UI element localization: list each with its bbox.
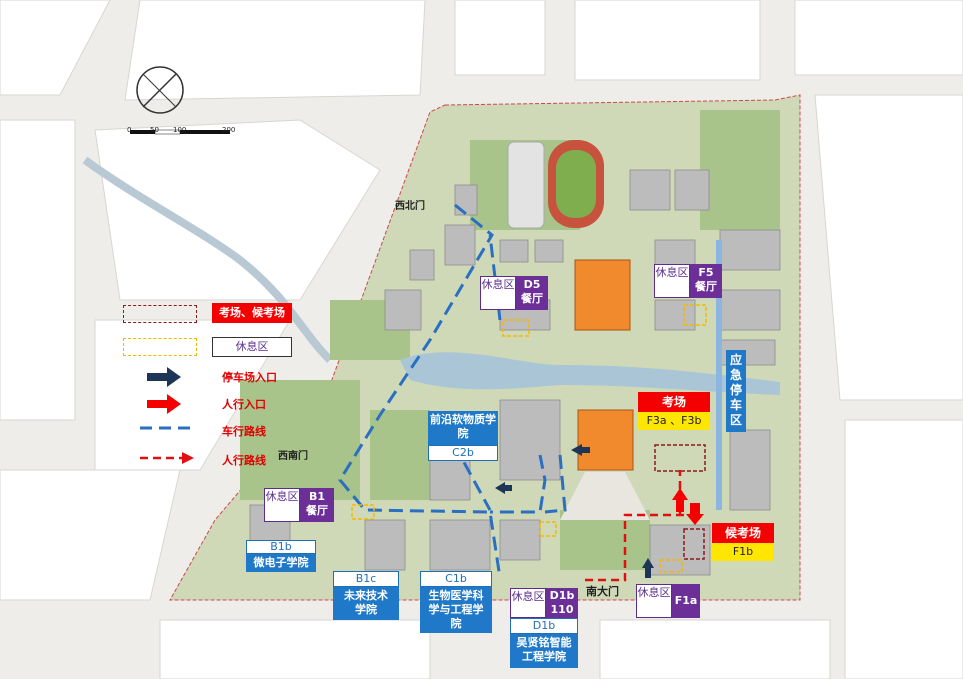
canteen-b1: B1 餐厅 — [300, 488, 334, 522]
rest-f5: 休息区 — [654, 264, 690, 298]
legend-exam-label: 考场、候考场 — [212, 303, 292, 323]
legend-pedestrian-route-text: 人行路线 — [222, 454, 266, 467]
college-d1b-code: D1b — [510, 618, 578, 634]
vehicle-route — [338, 203, 567, 579]
scale-tick-100: 100 — [173, 126, 187, 134]
waiting-room: F1b — [712, 543, 774, 561]
rest-d5-label: 休息区 — [481, 278, 515, 291]
compass-icon — [136, 66, 184, 114]
legend-pedestrian-route-icon — [140, 452, 194, 464]
pedestrian-route — [585, 470, 690, 582]
canteen-d5-label: 餐厅 — [521, 292, 543, 305]
canteen-b1-code: B1 — [308, 490, 326, 503]
legend-pedestrian-arrow-icon — [147, 394, 181, 414]
legend-parking-text: 停车场入口 — [222, 371, 277, 384]
scale-tick-200: 200 — [222, 126, 236, 134]
college-b1b-code: B1b — [246, 540, 316, 554]
legend-vehicle-route-text: 车行路线 — [222, 425, 266, 438]
room-d1b: D1b 110 — [546, 588, 578, 618]
canteen-d5-code: D5 — [523, 278, 541, 291]
college-b1b-name: 微电子学院 — [246, 554, 316, 572]
legend-rest-label: 休息区 — [212, 337, 292, 357]
exam-rooms: F3a 、F3b — [638, 412, 710, 430]
canteen-b1-label: 餐厅 — [306, 504, 328, 517]
rest-b1-label: 休息区 — [265, 490, 299, 503]
college-c1b-name: 生物医学科学与工程学院 — [420, 587, 492, 633]
college-b1c-code: B1c — [333, 571, 399, 587]
rest-f1a-label: 休息区 — [637, 586, 671, 599]
legend-vehicle-route-icon — [140, 426, 194, 430]
rest-d1b-label: 休息区 — [511, 590, 545, 603]
exam-title: 考场 — [638, 392, 710, 412]
college-c2b-code: C2b — [428, 445, 498, 461]
rest-d5: 休息区 — [480, 276, 516, 310]
gate-northwest: 西北门 — [395, 201, 425, 212]
rest-b1: 休息区 — [264, 488, 300, 522]
legend-rest-swatch — [123, 338, 197, 356]
room-d1b-code: D1b — [549, 589, 575, 602]
college-d1b-name: 吴贤铭智能工程学院 — [510, 634, 578, 668]
college-c2b-name: 前沿软物质学院 — [428, 411, 498, 445]
college-b1c-name: 未来技术学院 — [333, 587, 399, 620]
gate-southwest: 西南门 — [278, 451, 308, 462]
room-f1a-code: F1a — [674, 594, 698, 607]
room-d1b-number: 110 — [550, 603, 574, 616]
legend-parking-arrow-icon — [147, 367, 181, 387]
legend-exam-swatch — [123, 305, 197, 323]
canteen-f5-code: F5 — [698, 266, 714, 279]
rest-f5-label: 休息区 — [655, 266, 689, 279]
canteen-d5: D5 餐厅 — [516, 276, 548, 310]
gate-south: 南大门 — [586, 585, 619, 598]
legend-pedestrian-text: 人行入口 — [222, 398, 266, 411]
college-c1b-code: C1b — [420, 571, 492, 587]
waiting-title: 候考场 — [712, 523, 774, 543]
emergency-parking: 应急停车区 — [726, 350, 746, 432]
canteen-f5-label: 餐厅 — [695, 280, 717, 293]
rest-d1b: 休息区 — [510, 588, 546, 618]
room-f1a: F1a — [672, 584, 700, 618]
scale-tick-0: 0 — [127, 126, 132, 134]
pedestrian-arrow-icon — [672, 488, 704, 525]
parking-arrow-icon — [495, 444, 654, 578]
rest-f1a: 休息区 — [636, 584, 672, 618]
scale-tick-50: 50 — [150, 126, 159, 134]
canteen-f5: F5 餐厅 — [690, 264, 722, 298]
